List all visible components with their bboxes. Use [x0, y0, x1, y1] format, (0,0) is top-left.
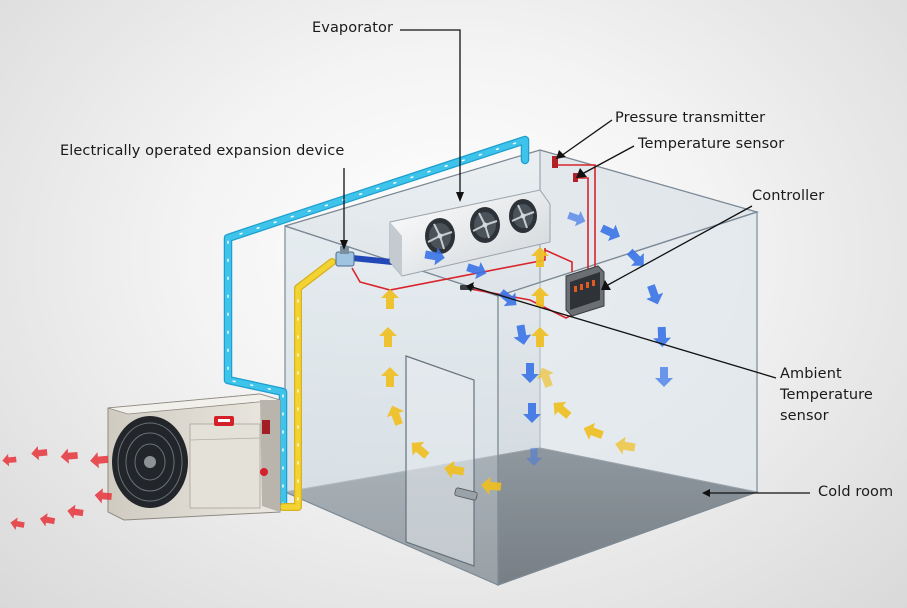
expansion-valve-icon: [335, 246, 355, 267]
exhaust-arrow-icon: [66, 503, 85, 521]
fan-icon: [509, 199, 537, 233]
door: [405, 355, 478, 567]
exhaust-arrow-icon: [9, 516, 26, 532]
exhaust-arrow-icon: [38, 511, 56, 528]
ambient-label-line1: Ambient: [780, 366, 842, 382]
expansion-line: [349, 255, 395, 265]
expansion-device-label: Electrically operated expansion device: [60, 143, 345, 159]
exhaust-arrow-icon: [30, 445, 48, 461]
pressure-transmitter-icon: [552, 156, 558, 168]
condensing-unit: [107, 393, 281, 521]
exhaust-arrow-icon: [60, 447, 79, 465]
pressure-transmitter-label: Pressure transmitter: [615, 110, 766, 126]
ambient-label-line2: Temperature: [780, 387, 873, 403]
leader-lines: [340, 29, 810, 497]
fan-icon: [470, 207, 500, 243]
exhaust-arrow-icon: [89, 451, 109, 469]
controller-unit: [565, 265, 605, 317]
unit-port-icon: [260, 468, 268, 476]
fan-icon: [425, 218, 455, 254]
hot-exhaust-arrows: [1, 445, 113, 532]
evaporator-label: Evaporator: [312, 20, 394, 36]
exhaust-arrow-icon: [1, 453, 17, 467]
temperature-sensor-label: Temperature sensor: [638, 136, 785, 152]
temperature-sensor-icon: [573, 173, 578, 182]
controller-label: Controller: [752, 188, 825, 204]
door-handle: [454, 487, 478, 501]
ambient-temperature-sensor-label: Ambient Temperature sensor: [780, 364, 873, 427]
unit-connector-icon: [262, 420, 270, 434]
cold-pipe: [223, 135, 530, 510]
ambient-label-line3: sensor: [780, 408, 829, 424]
danfoss-logo-icon: [214, 416, 234, 426]
cold-room-label: Cold room: [818, 484, 894, 500]
warm-pipe: [279, 258, 336, 511]
fan-icon: [112, 416, 188, 508]
